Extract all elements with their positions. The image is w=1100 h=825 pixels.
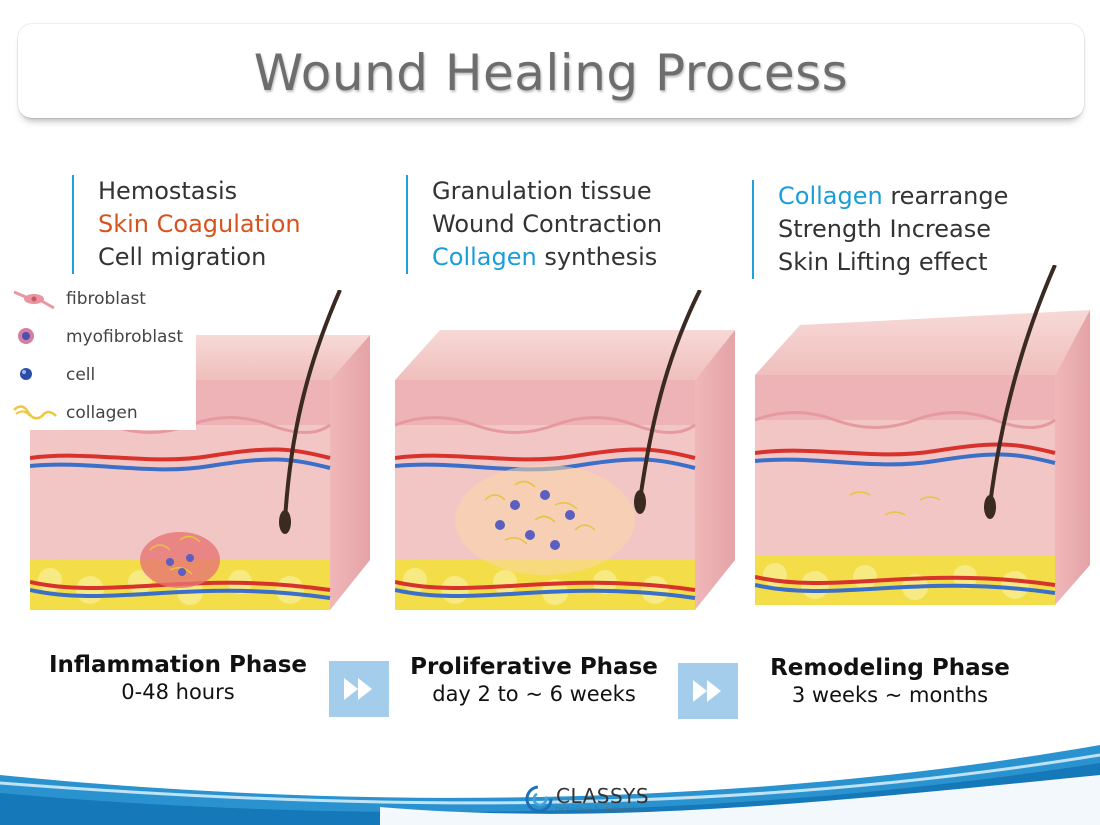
phase-name: Inflammation Phase	[48, 652, 308, 678]
logo-tagline: technology for better life	[556, 805, 639, 813]
bullet-rest-rearrange: rearrange	[882, 182, 1009, 210]
bullet-rest-synthesis: synthesis	[536, 243, 658, 271]
phase-name: Proliferative Phase	[410, 654, 658, 680]
phase-inflammation: Inflammation Phase 0-48 hours	[18, 652, 338, 704]
phase-time: day 2 to ~ 6 weeks	[432, 682, 636, 706]
fast-forward-icon	[693, 680, 721, 702]
phase-name: Remodeling Phase	[770, 655, 1010, 681]
bullet-collagen-rearrange: Collagen rearrange	[778, 180, 1008, 213]
phase-proliferative: Proliferative Phase day 2 to ~ 6 weeks	[374, 654, 694, 706]
inflammation-bullets: Hemostasis Skin Coagulation Cell migrati…	[72, 175, 301, 274]
collagen-icon	[13, 405, 57, 420]
highlight-collagen: Collagen	[778, 182, 883, 210]
phase-time: 3 weeks ~ months	[791, 683, 989, 707]
skin-block-proliferative	[395, 290, 735, 610]
cell-icon	[20, 368, 32, 380]
legend: fibroblast myofibroblast cell collagen	[0, 278, 196, 430]
bullet-collagen-synthesis: Collagen synthesis	[432, 241, 662, 274]
legend-item-collagen: collagen	[10, 398, 138, 428]
remodeling-bullets: Collagen rearrange Strength Increase Ski…	[752, 180, 1008, 279]
bullet-skin-lifting: Skin Lifting effect	[778, 248, 988, 276]
proliferative-bullets: Granulation tissue Wound Contraction Col…	[406, 175, 662, 274]
fast-forward-icon	[344, 678, 372, 700]
bullet-hemostasis: Hemostasis	[98, 177, 238, 205]
bullet-skin-coagulation: Skin Coagulation	[98, 210, 301, 238]
logo-name: CLASSYS	[556, 783, 650, 808]
page-title: Wound Healing Process	[253, 44, 849, 102]
legend-label: cell	[66, 365, 96, 385]
skin-block-remodeling	[755, 265, 1090, 605]
legend-item-fibroblast: fibroblast	[10, 284, 146, 314]
fibroblast-icon	[13, 290, 55, 310]
phase-remodeling: Remodeling Phase 3 weeks ~ months	[730, 655, 1050, 707]
legend-label: collagen	[66, 403, 138, 423]
bullet-cell-migration: Cell migration	[98, 243, 267, 271]
title-banner: Wound Healing Process	[18, 24, 1084, 118]
myofibroblast-icon	[18, 328, 34, 344]
legend-label: myofibroblast	[66, 327, 183, 347]
classys-logo: CLASSYS technology for better life	[524, 784, 649, 814]
phase-time: 0-48 hours	[121, 680, 235, 704]
bullet-wound-contraction: Wound Contraction	[432, 210, 663, 238]
next-phase-arrow	[678, 663, 738, 719]
legend-label: fibroblast	[66, 289, 146, 309]
footer-wave	[0, 745, 1100, 825]
logo-swirl-icon	[525, 785, 553, 813]
highlight-collagen: Collagen	[432, 243, 537, 271]
bullet-granulation: Granulation tissue	[432, 177, 652, 205]
next-phase-arrow	[329, 661, 389, 717]
legend-item-cell: cell	[10, 360, 95, 390]
bullet-strength-increase: Strength Increase	[778, 215, 992, 243]
legend-item-myofibroblast: myofibroblast	[10, 322, 183, 352]
